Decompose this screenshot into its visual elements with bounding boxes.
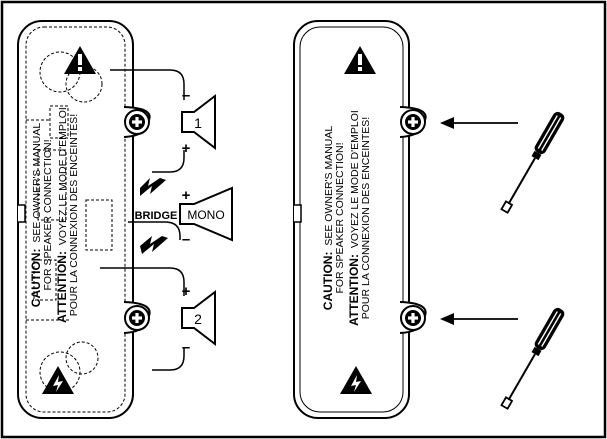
left-panel-inner-outline (25, 26, 126, 413)
speaker-1-label: 1 (194, 115, 202, 131)
caution-heading: CAUTION: (29, 249, 43, 308)
attention-line2: POUR LA CONNEXION DES ENCEINTES! (68, 114, 80, 316)
speaker-2-label: 2 (194, 311, 202, 327)
right-upper-screw-icon (400, 109, 426, 135)
arrow-upper-icon (440, 117, 518, 129)
left-lower-screw-icon (124, 305, 150, 331)
svg-text:ATTENTION: VOYEZ LE MO: ATTENTION: VOYEZ LE MODE D'EMPLOI (55, 107, 69, 323)
attention-line1: VOYEZ LE MODE D'EMPLOI (349, 110, 361, 248)
svg-text:CAUTION: SEE OWNER'S M: CAUTION: SEE OWNER'S MANUAL (29, 123, 43, 308)
attention-line1: VOYEZ LE MODE D'EMPLOI (57, 107, 69, 245)
speaker-2-icon (181, 289, 216, 347)
caution-line2: FOR SPEAKER CONNECTION! (42, 139, 54, 290)
svg-text:CAUTION: SEE OWNER'S M: CAUTION: SEE OWNER'S MANUAL (321, 126, 335, 311)
attention-line2: POUR LA CONNEXION DES ENCEINTES! (360, 117, 372, 319)
left-panel-caution-text: CAUTION: SEE OWNER'S MANUAL FOR SPEAKER … (29, 107, 80, 323)
svg-text:ATTENTION: VOYEZ LE MO: ATTENTION: VOYEZ LE MODE D'EMPLOI (347, 110, 361, 326)
right-panel-caution-text: CAUTION: SEE OWNER'S MANUAL FOR SPEAKER … (321, 110, 372, 326)
right-panel: CAUTION: SEE OWNER'S MANUAL FOR SPEAKER … (293, 20, 427, 419)
attention-heading: ATTENTION: (347, 254, 361, 326)
speaker-1: 1 – + (181, 87, 216, 157)
speaker-mono-label: MONO (187, 208, 224, 222)
speaker-2: 2 + – (181, 283, 216, 356)
speaker-2-plus: + (182, 283, 191, 300)
speaker-mono-plus: + (182, 187, 191, 204)
caution-line1: SEE OWNER'S MANUAL (31, 123, 43, 243)
bridge-lightning-upper-icon (140, 178, 166, 196)
left-upper-screw-icon (124, 109, 150, 135)
speaker-mono-minus: – (182, 231, 190, 248)
attention-heading: ATTENTION: (55, 251, 69, 323)
speaker-1-minus: – (182, 87, 190, 104)
speaker-mono-icon (179, 186, 233, 242)
speaker-1-icon (181, 93, 216, 151)
speaker-1-plus: + (182, 140, 191, 157)
bridge-label: BRIDGE (135, 210, 178, 222)
left-panel: CAUTION: SEE OWNER'S MANUAL FOR SPEAKER … (17, 20, 151, 419)
caution-line1: SEE OWNER'S MANUAL (323, 126, 335, 246)
right-lower-screw-icon (400, 305, 426, 331)
speaker-2-minus: – (182, 339, 190, 356)
caution-heading: CAUTION: (321, 252, 335, 311)
bridge-lightning-lower-icon (140, 236, 168, 254)
speaker-wiring (100, 69, 185, 371)
caution-line2: FOR SPEAKER CONNECTION! (334, 142, 346, 293)
speaker-mono: MONO + – (179, 186, 233, 248)
arrow-lower-icon (440, 313, 518, 325)
